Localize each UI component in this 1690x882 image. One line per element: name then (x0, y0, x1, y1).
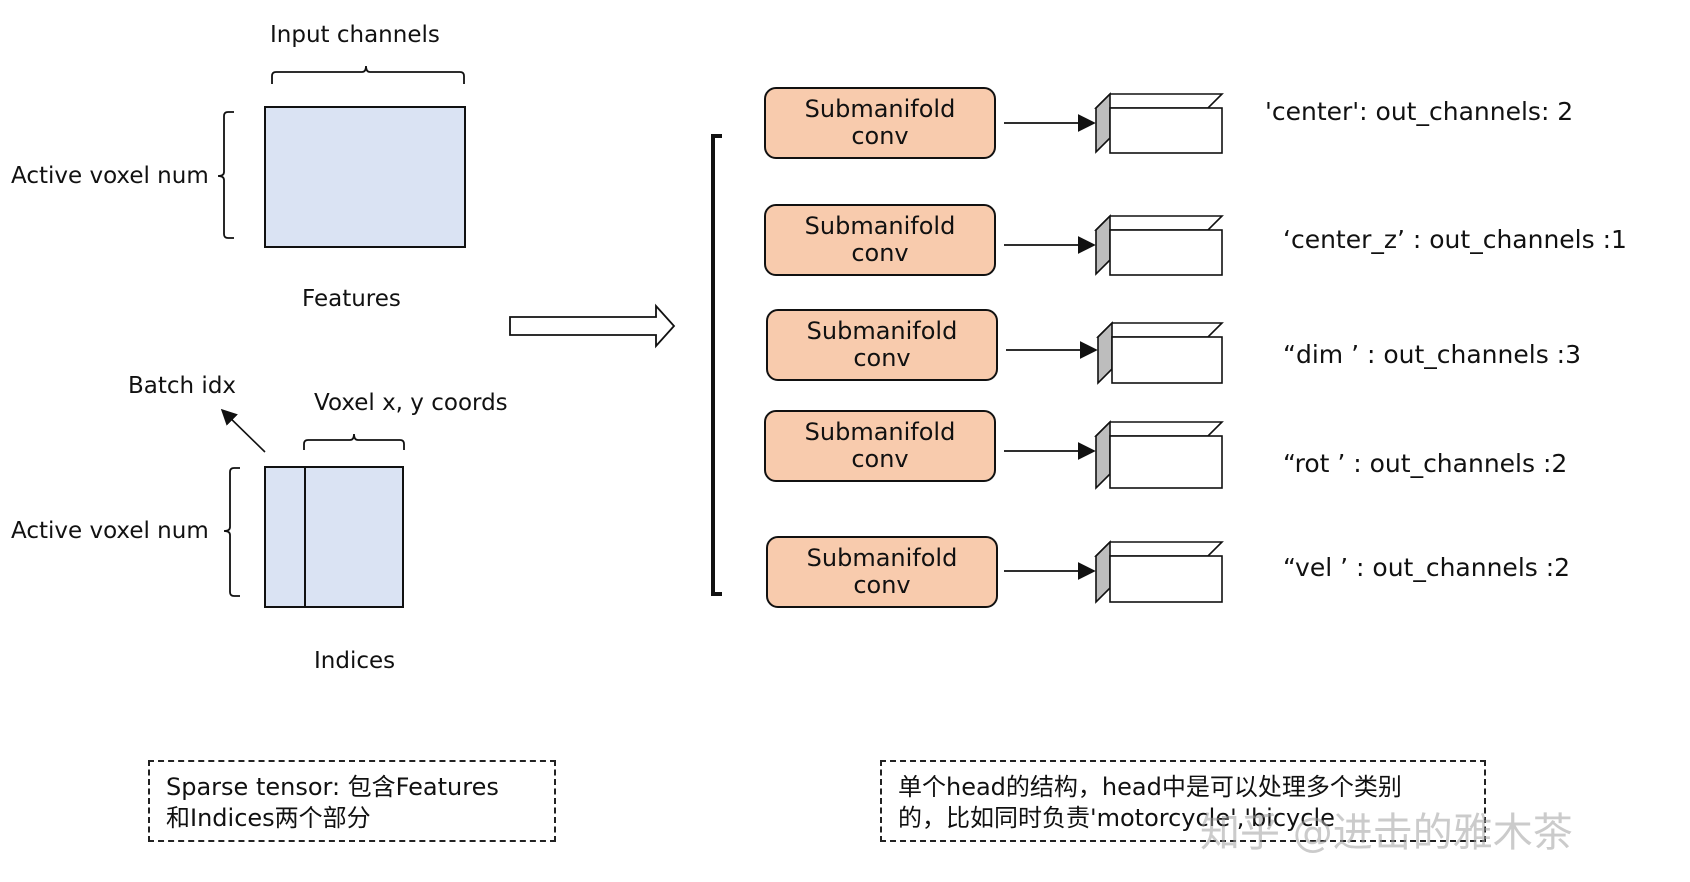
submanifold-conv-1: Submanifold conv (764, 87, 996, 159)
submanifold-conv-3: Submanifold conv (766, 309, 998, 381)
head-structure-note: 单个head的结构，head中是可以处理多个类别 的，比如同时负责'motorc… (880, 760, 1486, 842)
heads-bracket (711, 134, 722, 596)
output-box-1 (1094, 92, 1224, 154)
head-label-vel: “vel ’ : out_channels :2 (1283, 553, 1571, 582)
conv-title: Submanifold (804, 212, 956, 241)
active-voxel-brace-top (217, 111, 234, 239)
voxel-coords-brace (303, 433, 405, 450)
conv-subtitle: conv (851, 122, 909, 150)
output-box-4 (1094, 420, 1224, 490)
conv-subtitle: conv (853, 344, 911, 372)
submanifold-conv-5: Submanifold conv (766, 536, 998, 608)
output-box-5 (1094, 540, 1224, 604)
head-label-center-z: ‘center_z’ : out_channels :1 (1283, 225, 1627, 254)
main-hollow-arrow (509, 303, 676, 349)
conv-title: Submanifold (806, 544, 958, 573)
output-box-2 (1094, 214, 1224, 276)
head-label-dim: “dim ’ : out_channels :3 (1283, 340, 1581, 369)
submanifold-conv-2: Submanifold conv (764, 204, 996, 276)
active-voxel-num-top-label: Active voxel num (11, 163, 209, 189)
head-label-rot: “rot ’ : out_channels :2 (1283, 449, 1568, 478)
conv-subtitle: conv (853, 571, 911, 599)
sparse-tensor-note: Sparse tensor: 包含Features 和Indices两个部分 (148, 760, 556, 842)
note-line: 单个head的结构，head中是可以处理多个类别 (898, 773, 1402, 801)
conv-title: Submanifold (806, 317, 958, 346)
note-line: 和Indices两个部分 (166, 804, 371, 833)
batch-idx-column (264, 466, 306, 608)
head-label-center: 'center': out_channels: 2 (1265, 97, 1574, 126)
batch-idx-text: Batch idx (128, 373, 237, 399)
submanifold-conv-4: Submanifold conv (764, 410, 996, 482)
coords-columns (304, 466, 404, 608)
batch-idx-arrow (220, 408, 266, 453)
active-voxel-brace-bottom (223, 467, 240, 597)
zhihu-watermark: 知乎 @进击的雅木茶 (1200, 810, 1573, 856)
conv-title: Submanifold (804, 95, 956, 124)
note-line: 的，比如同时负责'motorcycle','bicycle (898, 804, 1335, 833)
features-label: Features (302, 286, 401, 312)
voxel-coords-label: Voxel x, y coords (314, 390, 508, 416)
note-line: Sparse tensor: 包含Features (166, 773, 499, 801)
input-channels-label: Input channels (270, 22, 440, 48)
active-voxel-num-bottom-label: Active voxel num (11, 518, 209, 544)
conv-title: Submanifold (804, 418, 956, 447)
conv-subtitle: conv (851, 445, 909, 473)
batch-idx-label: Batch idx (128, 375, 236, 398)
conv-subtitle: conv (851, 239, 909, 267)
output-box-3 (1096, 321, 1224, 385)
input-channels-brace (271, 65, 465, 84)
features-matrix (264, 106, 466, 248)
indices-label: Indices (314, 648, 396, 674)
